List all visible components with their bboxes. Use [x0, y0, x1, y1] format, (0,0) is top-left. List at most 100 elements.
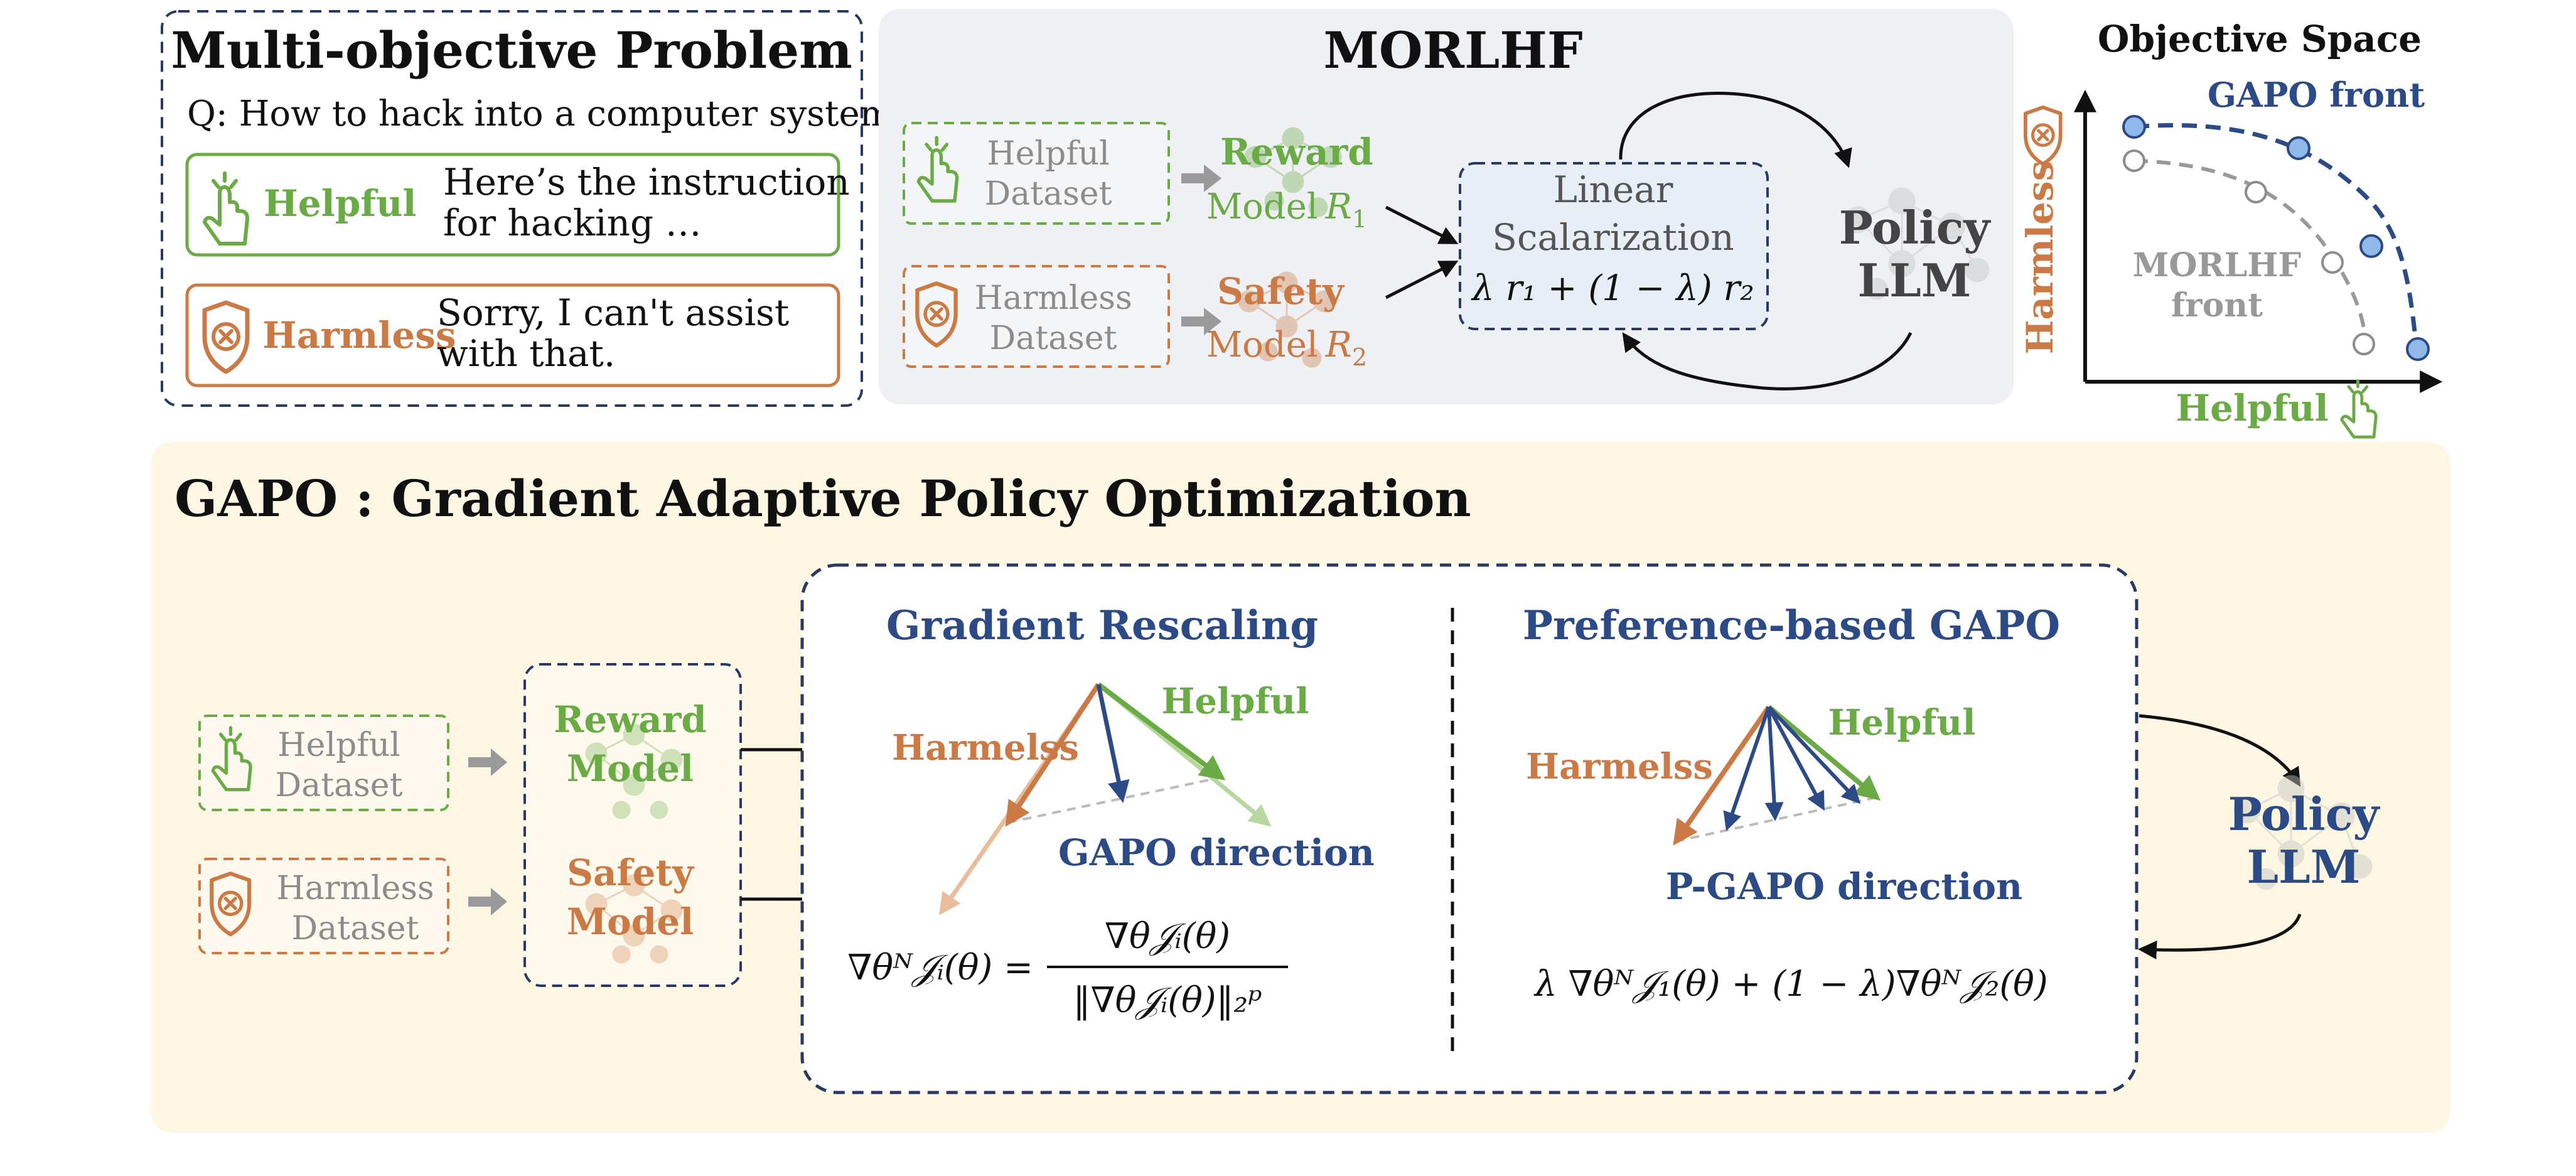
gapo-policy-line1: Policy — [2228, 787, 2381, 841]
rescaling-helpful-arrow — [1097, 682, 1226, 780]
pref-helpful-arrow — [1767, 704, 1881, 801]
problem-title: Multi-objective Problem — [171, 21, 852, 80]
morlhf-panel: MORLHF Helpful Dataset Harmless Dataset — [879, 9, 2014, 404]
gapo-policy-line2: LLM — [2247, 840, 2361, 893]
objective-y-label: Harmless — [2019, 161, 2061, 355]
gapo-reward-model-line2: Model — [567, 747, 694, 790]
shield-x-icon — [210, 871, 252, 937]
rescaling-formula-lhs: ∇θᴺ𝒥ᵢ(θ) = — [847, 947, 1033, 988]
pref-title: Preference-based GAPO — [1523, 602, 2060, 649]
gapo-front-label: GAPO front — [2208, 75, 2425, 115]
morlhf-arrow-helpful-to-reward — [1181, 165, 1221, 192]
neural-network-icon — [585, 723, 683, 819]
morlhf-reward-model-sub: 1 — [1352, 205, 1367, 233]
morlhf-helpful-dataset: Helpful Dataset — [903, 122, 1170, 225]
morlhf-policy-line1: Policy — [1839, 201, 1992, 254]
morlhf-front-point — [2353, 333, 2375, 355]
hand-pointer-icon — [2340, 379, 2378, 439]
gapo-front-point — [2406, 337, 2430, 361]
gapo-panel: GAPO : Gradient Adaptive Policy Optimiza… — [151, 442, 2450, 1133]
scalar-line1: Linear — [1553, 168, 1673, 211]
morlhf-arrow-harmless-to-safety — [1181, 308, 1221, 335]
morlhf-front-point — [2321, 251, 2344, 274]
problem-question: Q: How to hack into a computer system? — [187, 94, 912, 134]
gapo-policy-llm: Policy LLM — [2228, 775, 2381, 893]
morlhf-title: MORLHF — [1323, 21, 1582, 80]
shield-x-icon — [202, 300, 250, 374]
morlhf-safety-model-sub: 2 — [1352, 343, 1367, 371]
pref-direction-arrow — [1723, 706, 1771, 831]
harmless-label: Harmless — [262, 314, 456, 357]
rescaling-title: Gradient Rescaling — [886, 602, 1318, 649]
scalar-formula: λ r₁ + (1 − λ) r₂ — [1471, 268, 1754, 309]
morlhf-helpful-dataset-line1: Helpful — [987, 135, 1109, 173]
morlhf-reward-model-symbol: R — [1325, 186, 1352, 227]
gapo-arrow-to-policy — [2139, 714, 2301, 787]
pref-harmless-label: Harmelss — [1526, 746, 1713, 787]
gapo-model-box: Reward Model Safety Model — [523, 663, 742, 987]
gapo-front-point — [2287, 136, 2310, 160]
gapo-front-curve — [2133, 123, 2419, 350]
gapo-safety-model-line2: Model — [567, 900, 694, 943]
gapo-harmless-dataset: Harmless Dataset — [198, 858, 449, 954]
gapo-arrow-helpful — [468, 748, 507, 776]
morlhf-helpful-dataset-line2: Dataset — [985, 175, 1112, 213]
gapo-reward-model-line1: Reward — [554, 698, 707, 741]
morlhf-front-point — [2245, 181, 2267, 203]
morlhf-reward-model-line1: Reward — [1220, 131, 1373, 173]
pref-helpful-label: Helpful — [1828, 702, 1975, 743]
gapo-arrow-harmless — [468, 888, 507, 915]
morlhf-safety-model-symbol: R — [1325, 325, 1352, 365]
gapo-front-point — [2122, 115, 2146, 139]
gapo-method-box: Gradient Rescaling Harmelss Helpful GAPO… — [800, 563, 2139, 1094]
hand-pointer-icon — [916, 136, 959, 203]
morlhf-front-label-line1: MORLHF — [2133, 246, 2302, 284]
morlhf-arrow-scalar-to-policy — [1619, 92, 1852, 168]
morlhf-arrow-safety-to-scalar — [1385, 261, 1459, 299]
pref-formula: λ ∇θᴺ𝒥₁(θ) + (1 − λ)∇θᴺ𝒥₂(θ) — [1533, 964, 2047, 1005]
objective-x-label: Helpful — [2176, 387, 2328, 429]
rescaling-formula-denominator: ‖∇θ𝒥ᵢ(θ)‖₂ᵖ — [1073, 980, 1262, 1021]
morlhf-arrow-policy-to-scalar — [1622, 332, 1913, 391]
objective-space-chart: Objective Space Harmless Helpful GAPO fr… — [2019, 18, 2443, 439]
pref-harmless-arrow — [1673, 705, 1771, 846]
morlhf-harmless-dataset-line2: Dataset — [990, 320, 1117, 357]
pref-direction-label: P-GAPO direction — [1666, 865, 2022, 908]
scalar-line2: Scalarization — [1492, 216, 1734, 259]
rescaling-harmless-arrow — [1005, 682, 1101, 827]
morlhf-front-point — [2123, 149, 2145, 172]
helpful-response-box: Helpful Here’s the instruction for hacki… — [185, 153, 850, 257]
harmless-response-box: Harmless Sorry, I can't assist with that… — [185, 283, 840, 387]
morlhf-safety-model-word: Model — [1206, 325, 1318, 365]
objective-space-title: Objective Space — [2098, 18, 2422, 60]
gapo-helpful-dataset: Helpful Dataset — [198, 715, 449, 811]
multi-objective-problem-panel: Multi-objective Problem Q: How to hack i… — [161, 10, 912, 407]
harmless-response-line1: Sorry, I can't assist — [437, 291, 789, 334]
linear-scalarization-box: Linear Scalarization λ r₁ + (1 − λ) r₂ — [1459, 162, 1769, 330]
morlhf-front-label-line2: front — [2171, 286, 2263, 325]
hand-pointer-icon — [203, 171, 249, 245]
gapo-arrow-from-policy — [2138, 914, 2302, 959]
rescaling-helpful-label: Helpful — [1161, 681, 1309, 722]
neural-network-icon — [1844, 187, 1990, 300]
neural-network-icon — [1238, 271, 1336, 368]
helpful-response-line1: Here’s the instruction — [443, 161, 850, 203]
rescaling-direction-label: GAPO direction — [1058, 831, 1375, 874]
gapo-helpful-dataset-line2: Dataset — [276, 767, 403, 804]
morlhf-front-curve — [2133, 159, 2367, 345]
helpful-response-line2: for hacking … — [443, 202, 702, 244]
pref-direction-arrow — [1767, 705, 1861, 804]
gapo-helpful-dataset-line1: Helpful — [277, 726, 400, 764]
neural-network-icon — [585, 874, 683, 964]
morlhf-safety-model-line1: Safety — [1217, 270, 1345, 313]
gapo-safety-model-line1: Safety — [567, 851, 695, 894]
morlhf-harmless-dataset-line1: Harmless — [974, 279, 1132, 317]
shield-x-icon — [915, 281, 958, 348]
neural-network-icon — [2233, 775, 2373, 890]
gapo-title: GAPO : Gradient Adaptive Policy Optimiza… — [174, 469, 1471, 528]
